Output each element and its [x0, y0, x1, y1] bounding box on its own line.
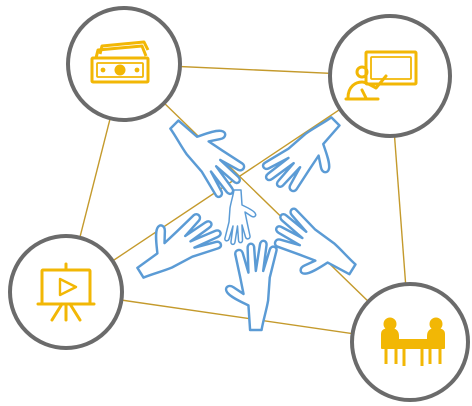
node-video-board [8, 234, 124, 350]
money-icon [90, 40, 150, 84]
node-presentation [328, 14, 452, 138]
hands-together-icon [123, 102, 365, 332]
presentation-icon [344, 50, 418, 101]
hand-3 [256, 105, 358, 207]
meeting-icon [381, 317, 445, 366]
video-board-icon [36, 262, 96, 322]
node-money [66, 6, 182, 122]
hand-2 [158, 102, 260, 204]
connector-money-meeting [123, 63, 411, 343]
hand-6 [224, 189, 257, 246]
hand-4 [123, 198, 229, 292]
node-meeting [350, 282, 470, 402]
